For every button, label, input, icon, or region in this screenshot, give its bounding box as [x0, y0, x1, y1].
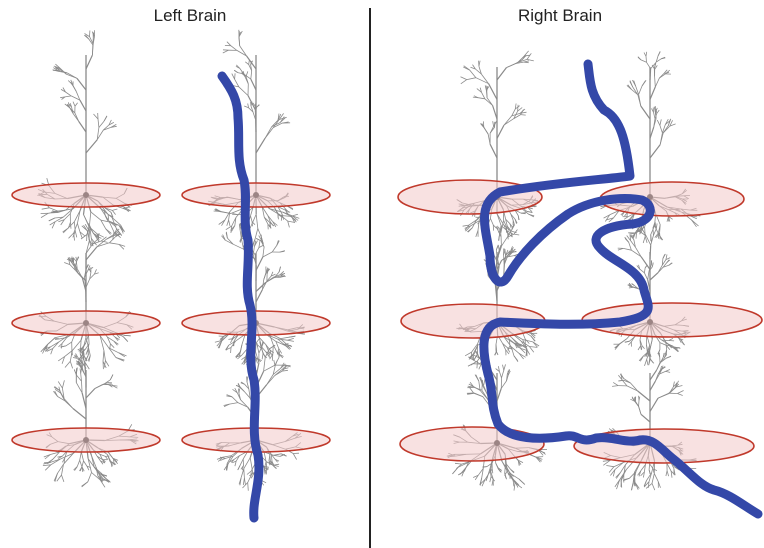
cortical-layer-ellipse	[400, 427, 544, 461]
cortical-layer-ellipse	[12, 428, 160, 452]
cortical-layer-ellipse	[12, 311, 160, 335]
neuron-icon	[208, 30, 299, 248]
cortical-layer-ellipse	[182, 183, 330, 207]
neuron-icon	[38, 30, 132, 246]
neuron-icon	[610, 222, 691, 366]
cortical-layer-ellipse	[12, 183, 160, 207]
neuron-icon	[39, 223, 134, 370]
neuron-icon	[43, 351, 139, 488]
